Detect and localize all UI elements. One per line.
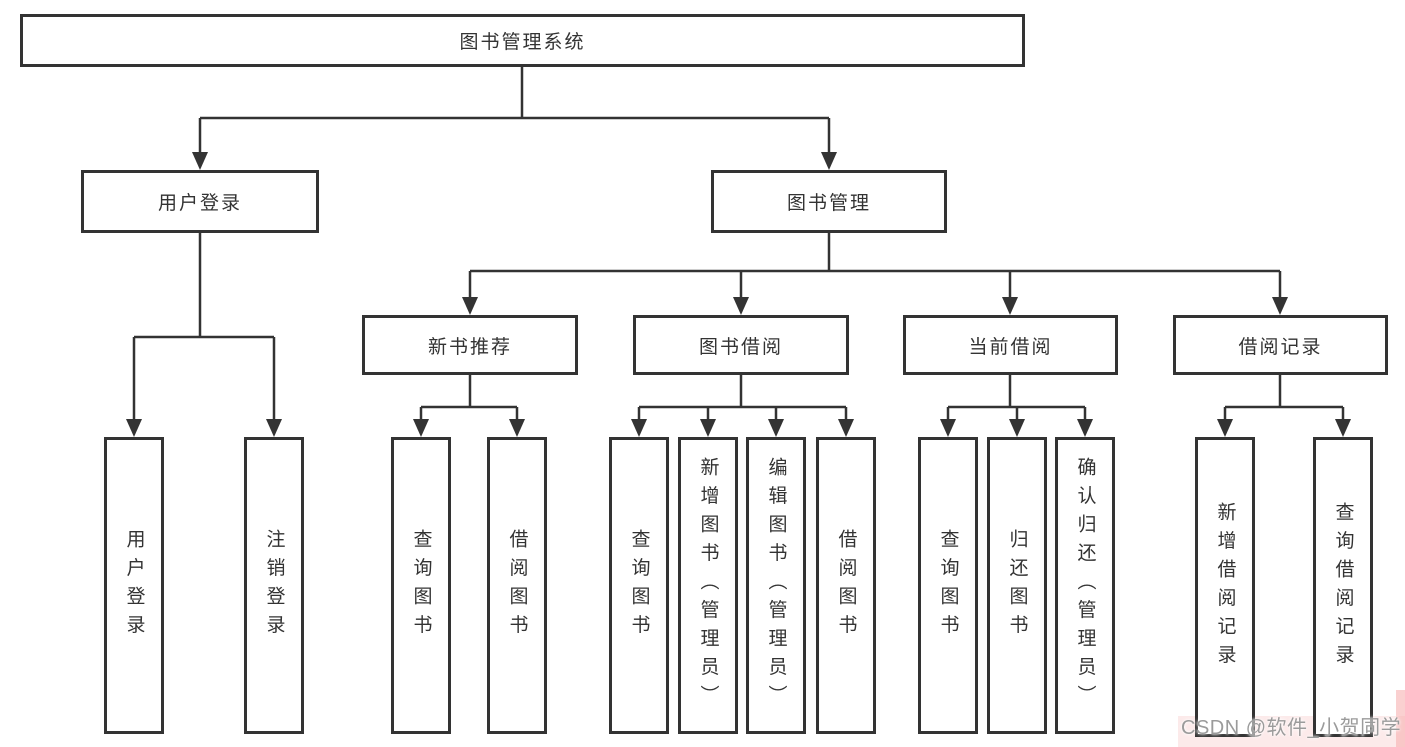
csdn-watermark: CSDN @软件_小贺同学 bbox=[1181, 717, 1402, 739]
node-book-borrowing: 图书借阅 bbox=[633, 315, 849, 375]
node-current-borrowing: 当前借阅 bbox=[903, 315, 1118, 375]
node-return-books: 归还图书 bbox=[987, 437, 1047, 734]
node-label: 图书管理系统 bbox=[459, 32, 586, 53]
node-label: 查询图书 bbox=[937, 528, 959, 643]
node-label: 借阅图书 bbox=[506, 528, 528, 643]
node-user-login: 用户登录 bbox=[81, 170, 319, 233]
node-label: 新增图书（管理员） bbox=[697, 457, 719, 714]
watermark-pink-edge bbox=[1396, 690, 1405, 747]
node-label: 查询图书 bbox=[628, 528, 650, 643]
node-query-books-recommend: 查询图书 bbox=[391, 437, 451, 734]
node-query-books-borrowing: 查询图书 bbox=[609, 437, 669, 734]
node-book-management: 图书管理 bbox=[711, 170, 947, 233]
node-user-login-leaf: 用户登录 bbox=[104, 437, 164, 734]
node-label: 查询借阅记录 bbox=[1332, 501, 1354, 673]
node-label: 用户登录 bbox=[157, 193, 242, 214]
node-new-book-recommend: 新书推荐 bbox=[362, 315, 578, 375]
node-label: 新增借阅记录 bbox=[1214, 501, 1236, 673]
node-label: 查询图书 bbox=[410, 528, 432, 643]
node-add-books-admin: 新增图书（管理员） bbox=[678, 437, 738, 734]
node-label: 用户登录 bbox=[123, 528, 145, 643]
node-borrow-books: 借阅图书 bbox=[816, 437, 876, 734]
node-borrow-books-recommend: 借阅图书 bbox=[487, 437, 547, 734]
node-query-books-current: 查询图书 bbox=[918, 437, 978, 734]
node-label: 图书管理 bbox=[786, 193, 871, 214]
node-label: 借阅图书 bbox=[835, 528, 857, 643]
node-label: 归还图书 bbox=[1006, 528, 1028, 643]
node-label: 当前借阅 bbox=[968, 336, 1053, 358]
node-library-management-system: 图书管理系统 bbox=[20, 14, 1025, 67]
node-label: 借阅记录 bbox=[1238, 336, 1323, 358]
node-label: 编辑图书（管理员） bbox=[765, 457, 787, 714]
node-label: 新书推荐 bbox=[427, 336, 512, 358]
node-label: 图书借阅 bbox=[698, 336, 783, 358]
node-borrow-records: 借阅记录 bbox=[1173, 315, 1388, 375]
node-add-borrow-record: 新增借阅记录 bbox=[1195, 437, 1255, 737]
node-label: 注销登录 bbox=[263, 528, 285, 643]
node-logout: 注销登录 bbox=[244, 437, 304, 734]
node-query-borrow-record: 查询借阅记录 bbox=[1313, 437, 1373, 737]
node-label: 确认归还（管理员） bbox=[1074, 457, 1096, 714]
arrowheads bbox=[126, 152, 1351, 437]
node-edit-books-admin: 编辑图书（管理员） bbox=[746, 437, 806, 734]
node-confirm-return-admin: 确认归还（管理员） bbox=[1055, 437, 1115, 734]
